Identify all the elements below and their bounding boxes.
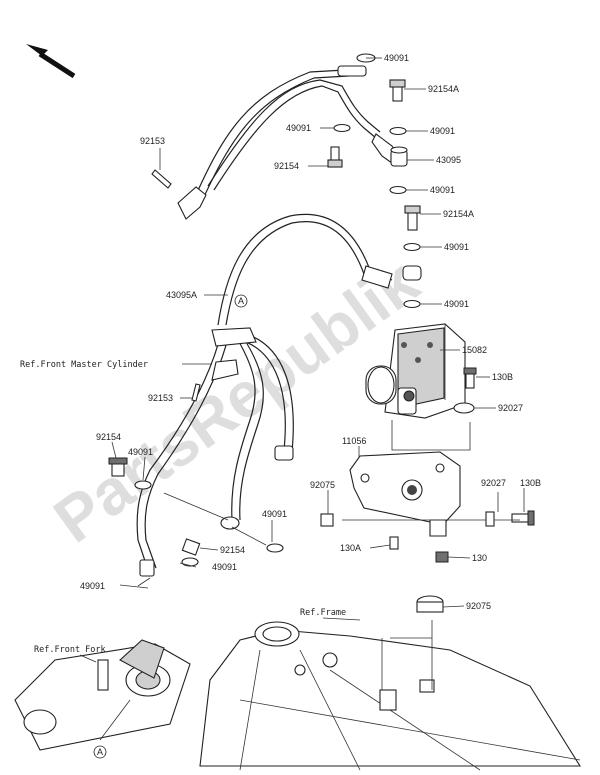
label-49091-g: 49091 xyxy=(128,447,153,457)
label-49091-h: 49091 xyxy=(262,509,287,519)
abs-hydraulic-unit-15082 xyxy=(365,323,466,419)
marker-a-upper: A xyxy=(234,294,248,308)
banjo-bolt-92154A-a xyxy=(389,79,406,102)
label-92075-a: 92075 xyxy=(310,480,335,490)
label-11056: 11056 xyxy=(342,436,366,446)
grommet-92075-a xyxy=(320,513,334,527)
ref-front-master-cylinder: Ref.Front Master Cylinder xyxy=(20,360,148,370)
grommet-92075-b xyxy=(416,595,444,613)
upper-brake-hose xyxy=(177,65,403,220)
washer-49091-i xyxy=(181,557,199,567)
label-92154-a: 92154 xyxy=(274,161,299,171)
leader-lines xyxy=(79,57,525,741)
label-49091-j: 49091 xyxy=(80,581,105,591)
marker-a-lower: A xyxy=(93,745,107,759)
washer-49091-e xyxy=(403,242,421,252)
label-49091-c: 49091 xyxy=(430,126,455,136)
label-130B-b: 130B xyxy=(520,478,541,488)
label-92153-a: 92153 xyxy=(140,136,165,146)
grommet-92027-b xyxy=(485,511,495,527)
ref-front-fork: Ref.Front Fork xyxy=(34,645,106,655)
label-92153-b: 92153 xyxy=(148,393,173,403)
bolt-130A xyxy=(389,536,399,550)
label-49091-i: 49091 xyxy=(212,562,237,572)
washer-49091-g xyxy=(134,480,152,490)
washer-49091-b xyxy=(333,123,351,133)
bolt-130B-b xyxy=(511,510,535,526)
label-92154-b: 92154 xyxy=(96,432,121,442)
nut-130 xyxy=(435,551,449,563)
front-fork-triple-clamp xyxy=(14,639,191,751)
grommet-92027-a xyxy=(453,402,475,414)
bolt-92154-c xyxy=(181,538,201,556)
washer-49091-h xyxy=(266,543,284,553)
label-49091-b: 49091 xyxy=(286,123,311,133)
label-92027-a: 92027 xyxy=(498,403,523,413)
label-92154A-a: 92154A xyxy=(428,84,459,94)
label-130: 130 xyxy=(472,553,487,563)
label-49091-a: 49091 xyxy=(384,53,409,63)
bracket-11056 xyxy=(349,451,461,537)
label-130B-a: 130B xyxy=(492,372,513,382)
label-92075-b: 92075 xyxy=(466,601,491,611)
brake-hose-43095A xyxy=(217,213,422,326)
label-49091-f: 49091 xyxy=(444,299,469,309)
label-43095A: 43095A xyxy=(166,290,197,300)
direction-arrow-icon xyxy=(26,44,76,79)
label-49091-d: 49091 xyxy=(430,185,455,195)
svg-text:A: A xyxy=(238,296,244,306)
lower-brake-hoses xyxy=(136,327,294,577)
washer-49091-j xyxy=(137,577,151,587)
banjo-bolt-92153-b xyxy=(191,383,201,402)
washer-49091-d xyxy=(389,185,407,195)
label-15082: 15082 xyxy=(462,345,487,355)
banjo-bolt-92153-a xyxy=(151,169,172,189)
bolt-92154-b xyxy=(108,457,128,477)
bolt-92154-a xyxy=(327,146,343,168)
svg-text:A: A xyxy=(97,747,103,757)
label-92154A-b: 92154A xyxy=(443,209,474,219)
frame xyxy=(199,621,581,771)
bolt-130B-a xyxy=(463,367,477,389)
joint-43095 xyxy=(390,146,408,167)
label-92027-b: 92027 xyxy=(481,478,506,488)
label-92154-c: 92154 xyxy=(220,545,245,555)
washer-49091-f xyxy=(403,299,421,309)
label-130A: 130A xyxy=(340,543,361,553)
label-43095: 43095 xyxy=(436,155,461,165)
ref-frame: Ref.Frame xyxy=(300,608,346,618)
banjo-bolt-92154A-b xyxy=(404,205,421,231)
washer-49091-c xyxy=(389,126,407,136)
label-49091-e: 49091 xyxy=(444,242,469,252)
